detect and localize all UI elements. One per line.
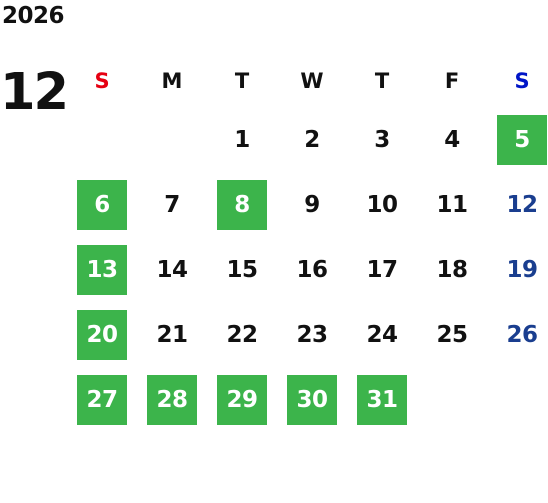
day-cell: 10 — [347, 172, 417, 237]
day-cell: 18 — [417, 237, 487, 302]
day-cell: 8 — [207, 172, 277, 237]
weekday-label-tuesday: T — [234, 69, 250, 93]
day-cell: 27 — [67, 367, 137, 432]
day-cell: 21 — [137, 302, 207, 367]
day-number: 23 — [296, 321, 328, 348]
weekday-label-monday: M — [161, 69, 183, 93]
day-cell: 9 — [277, 172, 347, 237]
day-number: 2 — [304, 126, 320, 153]
day-cell: 31 — [347, 367, 417, 432]
weekday-cell: T — [347, 55, 417, 107]
day-number: 14 — [156, 256, 188, 283]
day-cell: 5 — [487, 107, 548, 172]
day-number: 24 — [366, 321, 398, 348]
weekday-cell: S — [487, 55, 548, 107]
day-cell: 15 — [207, 237, 277, 302]
day-number: 18 — [436, 256, 468, 283]
day-cell: 11 — [417, 172, 487, 237]
day-cell: 23 — [277, 302, 347, 367]
day-number: 8 — [217, 179, 267, 230]
weekday-cell: M — [137, 55, 207, 107]
day-number: 13 — [77, 244, 127, 295]
day-number: 16 — [296, 256, 328, 283]
day-number: 1 — [234, 126, 250, 153]
calendar-month: 12 — [0, 63, 69, 122]
day-number: 29 — [217, 374, 267, 425]
day-cell: 12 — [487, 172, 548, 237]
day-cell: 1 — [207, 107, 277, 172]
day-cell — [417, 367, 487, 432]
day-cell: 17 — [347, 237, 417, 302]
day-cell: 2 — [277, 107, 347, 172]
day-number: 11 — [436, 191, 468, 218]
day-cell — [487, 367, 548, 432]
day-cell: 29 — [207, 367, 277, 432]
day-number: 31 — [357, 374, 407, 425]
weekday-label-thursday: T — [374, 69, 390, 93]
day-number: 30 — [287, 374, 337, 425]
day-cell: 24 — [347, 302, 417, 367]
day-cell: 13 — [67, 237, 137, 302]
day-number: 21 — [156, 321, 188, 348]
day-cell: 22 — [207, 302, 277, 367]
weekday-cell: S — [67, 55, 137, 107]
day-cell: 3 — [347, 107, 417, 172]
day-number: 15 — [226, 256, 258, 283]
day-cell: 25 — [417, 302, 487, 367]
week-row: 13 14 15 16 17 18 19 — [67, 237, 548, 302]
day-number: 25 — [436, 321, 468, 348]
day-number: 4 — [444, 126, 460, 153]
day-cell: 4 — [417, 107, 487, 172]
day-cell: 26 — [487, 302, 548, 367]
day-cell: 6 — [67, 172, 137, 237]
week-row: 6 7 8 9 10 11 12 — [67, 172, 548, 237]
day-number: 17 — [366, 256, 398, 283]
day-cell — [67, 107, 137, 172]
weekday-cell: T — [207, 55, 277, 107]
day-number: 12 — [506, 191, 538, 218]
day-number: 28 — [147, 374, 197, 425]
day-cell: 28 — [137, 367, 207, 432]
day-cell: 19 — [487, 237, 548, 302]
day-number: 27 — [77, 374, 127, 425]
day-number: 10 — [366, 191, 398, 218]
day-number: 3 — [374, 126, 390, 153]
day-number: 19 — [506, 256, 538, 283]
day-number: 22 — [226, 321, 258, 348]
weekday-label-saturday: S — [514, 69, 530, 93]
week-row: 27 28 29 30 31 — [67, 367, 548, 432]
day-number: 7 — [164, 191, 180, 218]
calendar-weeks: 1 2 3 4 5 6 7 8 9 10 11 12 13 14 15 16 1… — [67, 107, 548, 432]
weekday-cell: W — [277, 55, 347, 107]
weekday-header-row: S M T W T F S — [67, 55, 548, 107]
week-row: 1 2 3 4 5 — [67, 107, 548, 172]
weekday-cell: F — [417, 55, 487, 107]
day-number: 6 — [77, 179, 127, 230]
day-cell: 20 — [67, 302, 137, 367]
calendar-grid: S M T W T F S 1 2 3 4 5 6 7 8 9 10 11 12… — [67, 55, 548, 432]
day-cell: 14 — [137, 237, 207, 302]
weekday-label-friday: F — [444, 69, 460, 93]
day-number: 9 — [304, 191, 320, 218]
weekday-label-sunday: S — [94, 69, 110, 93]
day-cell: 16 — [277, 237, 347, 302]
week-row: 20 21 22 23 24 25 26 — [67, 302, 548, 367]
day-number: 26 — [506, 321, 538, 348]
day-cell: 30 — [277, 367, 347, 432]
weekday-label-wednesday: W — [300, 69, 324, 93]
calendar-year: 2026 — [2, 3, 65, 29]
day-number: 20 — [77, 309, 127, 360]
day-cell: 7 — [137, 172, 207, 237]
day-cell — [137, 107, 207, 172]
day-number: 5 — [497, 114, 547, 165]
